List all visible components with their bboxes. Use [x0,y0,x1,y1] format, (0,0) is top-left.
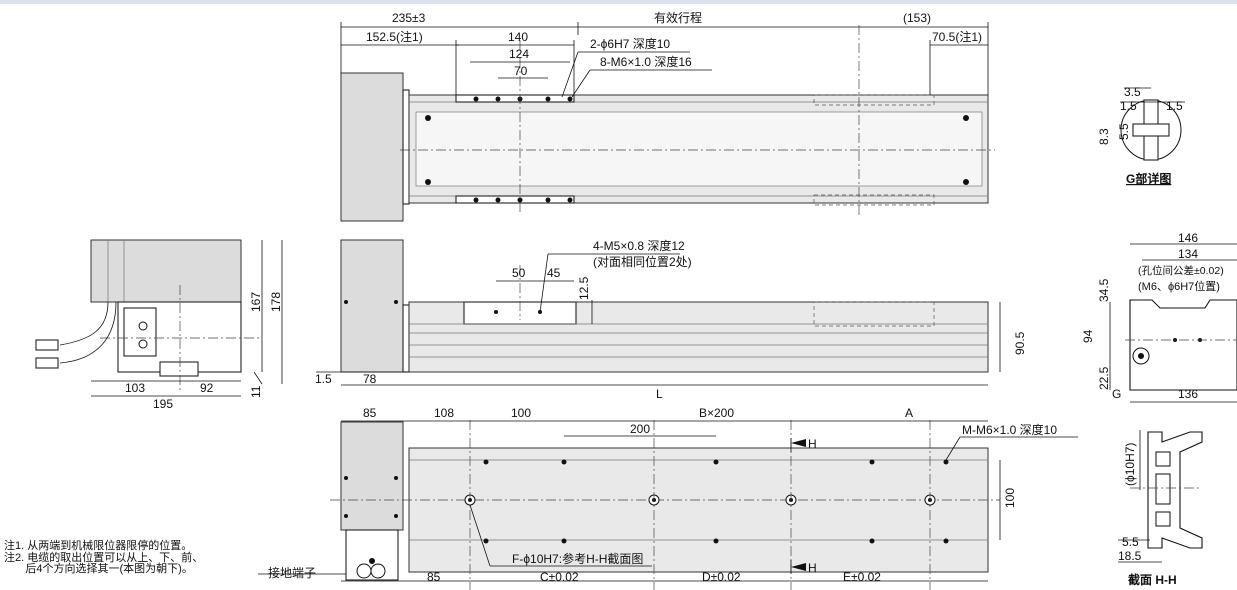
left-side-view: 167 178 11 103 92 195 [35,239,283,411]
dim-152-5: 152.5(注1) [366,29,423,44]
dim-85-bottom: 85 [427,570,441,584]
motor-block-front [340,239,404,373]
dim-90-5: 90.5 [1013,331,1027,355]
dim-92: 92 [200,381,214,395]
end-94: 94 [1081,329,1095,343]
end-134: 134 [1178,247,1198,261]
end-G: G [1112,387,1121,401]
detail-3-5: 3.5 [1124,85,1141,99]
section-phi10: (ϕ10H7) [1123,443,1137,486]
note-2: 注2. 电缆的取出位置可以从上、下、前、 [4,551,204,564]
note-3: 后4个方向选择其一(本图为朝下)。 [4,563,193,575]
section-mark-bottom: H [808,561,817,575]
end-146: 146 [1178,231,1198,245]
label-ground-terminal: 接地端子 [268,565,316,580]
label-m6-16: 8-M6×1.0 深度16 [600,54,692,69]
detail-1-5a: 1.5 [1120,99,1137,113]
end-34-5: 34.5 [1097,278,1111,302]
dim-45: 45 [547,266,561,280]
end-position: (M6、ϕ6H7位置) [1138,279,1220,293]
dim-d: D±0.02 [702,570,741,584]
section-title: 截面 H-H [1128,572,1177,587]
label-f-phi10: F-ϕ10H7:参考H-H截面图 [512,551,643,566]
dim-70: 70 [514,64,528,78]
detail-g: 3.5 1.5 1.5 8.3 5.5 G部详图 [1097,85,1185,186]
section-mark-top: H [808,437,817,451]
dim-70-5: 70.5(注1) [932,29,982,44]
dim-195: 195 [153,397,173,411]
slider-holes [425,96,969,203]
dim-bx200: B×200 [699,406,734,420]
end-view: 146 134 (孔位间公差±0.02) (M6、ϕ6H7位置) 34.5 94… [1081,231,1237,403]
dim-200: 200 [630,422,650,436]
actuator-body-bottom [408,447,989,573]
label-m-m6: M-M6×1.0 深度10 [962,422,1057,437]
dim-103: 103 [125,381,145,395]
section-18-5: 18.5 [1118,549,1142,563]
dim-stroke: 有效行程 [654,10,702,25]
front-view: 4-M5×0.8 深度12 (对面相同位置2处) 50 45 12.5 90.5… [315,238,1027,401]
dim-100: 100 [511,406,531,420]
dim-50: 50 [512,266,526,280]
motor-block-top [340,72,404,222]
dim-235: 235±3 [392,11,426,25]
dim-11: 11 [249,385,263,398]
dim-L: L [656,387,663,401]
dim-167: 167 [249,292,263,312]
dim-12-5: 12.5 [577,276,591,300]
dim-108: 108 [434,406,454,420]
dim-100-side: 100 [1003,488,1017,508]
motor-side [90,239,242,303]
detail-1-5b: 1.5 [1166,99,1183,113]
notes: 注1. 从两端到机械限位器限停的位置。 注2. 电缆的取出位置可以从上、下、前、… [4,540,204,576]
dim-A: A [905,406,913,420]
section-hh: (ϕ10H7) 5.5 18.5 截面 H-H [1118,430,1203,587]
top-border [0,0,1237,4]
label-m5-note: (对面相同位置2处) [593,254,692,269]
label-m5: 4-M5×0.8 深度12 [593,238,685,253]
label-h7-holes: 2-ϕ6H7 深度10 [590,36,670,51]
dim-c: C±0.02 [540,570,579,584]
detail-5-5: 5.5 [1117,123,1131,140]
bottom-view: 85 108 100 B×200 A 200 H H M-M6×1.0 深度10… [258,406,1078,590]
note-1: 注1. 从两端到机械限位器限停的位置。 [4,540,193,552]
dim-178: 178 [269,292,283,312]
end-tolerance: (孔位间公差±0.02) [1138,264,1224,277]
detail-g-title: G部详图 [1126,171,1171,186]
detail-8-3: 8.3 [1097,128,1111,145]
dim-153: (153) [903,11,931,25]
top-view: 235±3 有效行程 (153) 152.5(注1) 140 124 70 70… [340,10,995,222]
dim-78: 78 [363,372,377,386]
section-5-5: 5.5 [1122,535,1139,549]
dim-140: 140 [508,30,528,44]
dim-1-5: 1.5 [315,372,332,386]
dim-85-top: 85 [363,406,377,420]
dim-124: 124 [509,47,529,61]
end-22-5: 22.5 [1097,366,1111,390]
motor-block-bottom [340,421,404,531]
end-136: 136 [1178,387,1198,401]
dim-e: E±0.02 [843,570,881,584]
